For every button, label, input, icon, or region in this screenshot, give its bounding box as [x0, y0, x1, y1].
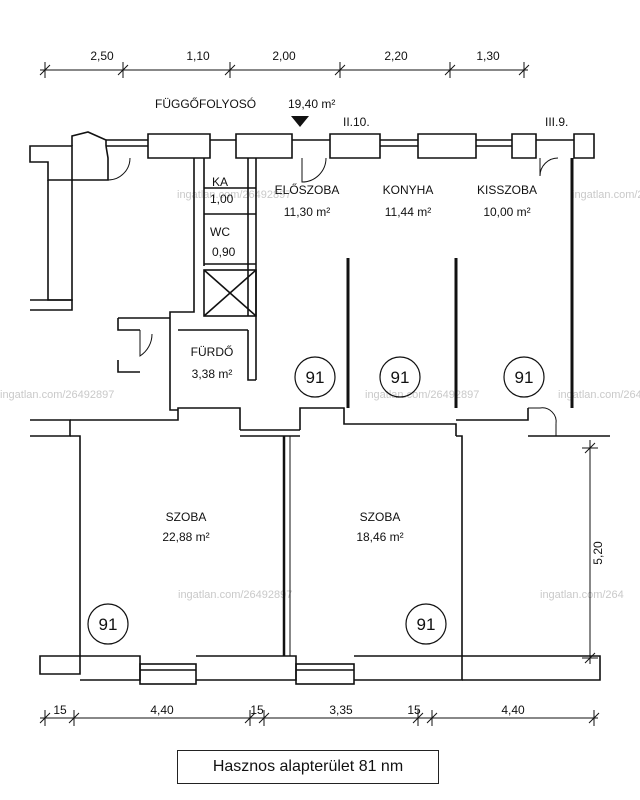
watermarks: ingatlan.com/26492897 ingatlan.com/26492… [0, 189, 640, 601]
dim-bottom-4: 3,35 [329, 703, 353, 717]
room-kisszoba-area: 10,00 m² [483, 205, 530, 219]
marker-label: 91 [391, 368, 410, 387]
watermark: ingatlan.com/26492897 [178, 589, 292, 601]
room-furdo-name: FÜRDŐ [191, 344, 234, 359]
room-eloszoba-name: ELŐSZOBA [275, 182, 340, 197]
room-konyha-area: 11,44 m² [385, 205, 431, 219]
room-wc-area: 0,90 [212, 245, 236, 259]
room-eloszoba-area: 11,30 m² [284, 205, 330, 219]
unit-label-right: III.9. [545, 115, 568, 129]
entrance-arrow-icon [291, 116, 309, 127]
marker-label: 91 [306, 368, 325, 387]
dim-bottom-6: 4,40 [501, 703, 525, 717]
marker-circle [405, 603, 447, 645]
marker-label: 91 [99, 615, 118, 634]
room-ka-area: 1,00 [210, 192, 234, 206]
height-markers: 91 91 91 91 91 [87, 356, 545, 645]
marker-circle [294, 356, 336, 398]
watermark: ingatlan.com/264 [540, 589, 624, 601]
dim-bottom-2: 4,40 [150, 703, 174, 717]
watermark: ingatlan.com/264 [572, 189, 640, 201]
watermark: ingatlan.com/26492897 [365, 389, 479, 401]
dim-bottom-3: 15 [250, 703, 264, 717]
right-dimension-line [582, 440, 598, 664]
dim-top-4: 2,20 [384, 49, 408, 63]
marker-circle [87, 603, 129, 645]
room-konyha-name: KONYHA [383, 183, 434, 197]
room-kisszoba-name: KISSZOBA [477, 183, 537, 197]
doors [107, 157, 559, 436]
walls [29, 131, 610, 685]
room-szoba2-name: SZOBA [360, 510, 401, 524]
usable-area-summary: Hasznos alapterület 81 nm [177, 750, 439, 784]
corridor-area: 19,40 m² [288, 97, 335, 111]
room-szoba1-area: 22,88 m² [162, 530, 209, 544]
marker-label: 91 [515, 368, 534, 387]
corridor-label: FÜGGŐFOLYOSÓ [155, 96, 256, 111]
marker-circle [503, 356, 545, 398]
marker-circle [379, 356, 421, 398]
dim-top-3: 2,00 [272, 49, 296, 63]
room-wc-name: WC [210, 225, 230, 239]
room-szoba1-name: SZOBA [166, 510, 207, 524]
watermark: ingatlan.com/26492897 [177, 189, 291, 201]
dim-right: 5,20 [591, 541, 605, 565]
room-ka-name: KA [212, 175, 228, 189]
watermark: ingatlan.com/264 [558, 389, 640, 401]
room-furdo-area: 3,38 m² [192, 367, 233, 381]
watermark: ingatlan.com/26492897 [0, 389, 114, 401]
dim-top-1: 2,50 [90, 49, 114, 63]
dim-bottom-5: 15 [407, 703, 421, 717]
unit-label-left: II.10. [343, 115, 370, 129]
marker-label: 91 [417, 615, 436, 634]
dim-bottom-1: 15 [53, 703, 67, 717]
top-dimension-line [39, 62, 530, 78]
dim-top-5: 1,30 [476, 49, 500, 63]
room-labels: KA 1,00 WC 0,90 ELŐSZOBA 11,30 m² KONYHA… [162, 175, 537, 544]
room-szoba2-area: 18,46 m² [356, 530, 403, 544]
dim-top-2: 1,10 [186, 49, 210, 63]
bottom-dimension-line [39, 710, 600, 726]
